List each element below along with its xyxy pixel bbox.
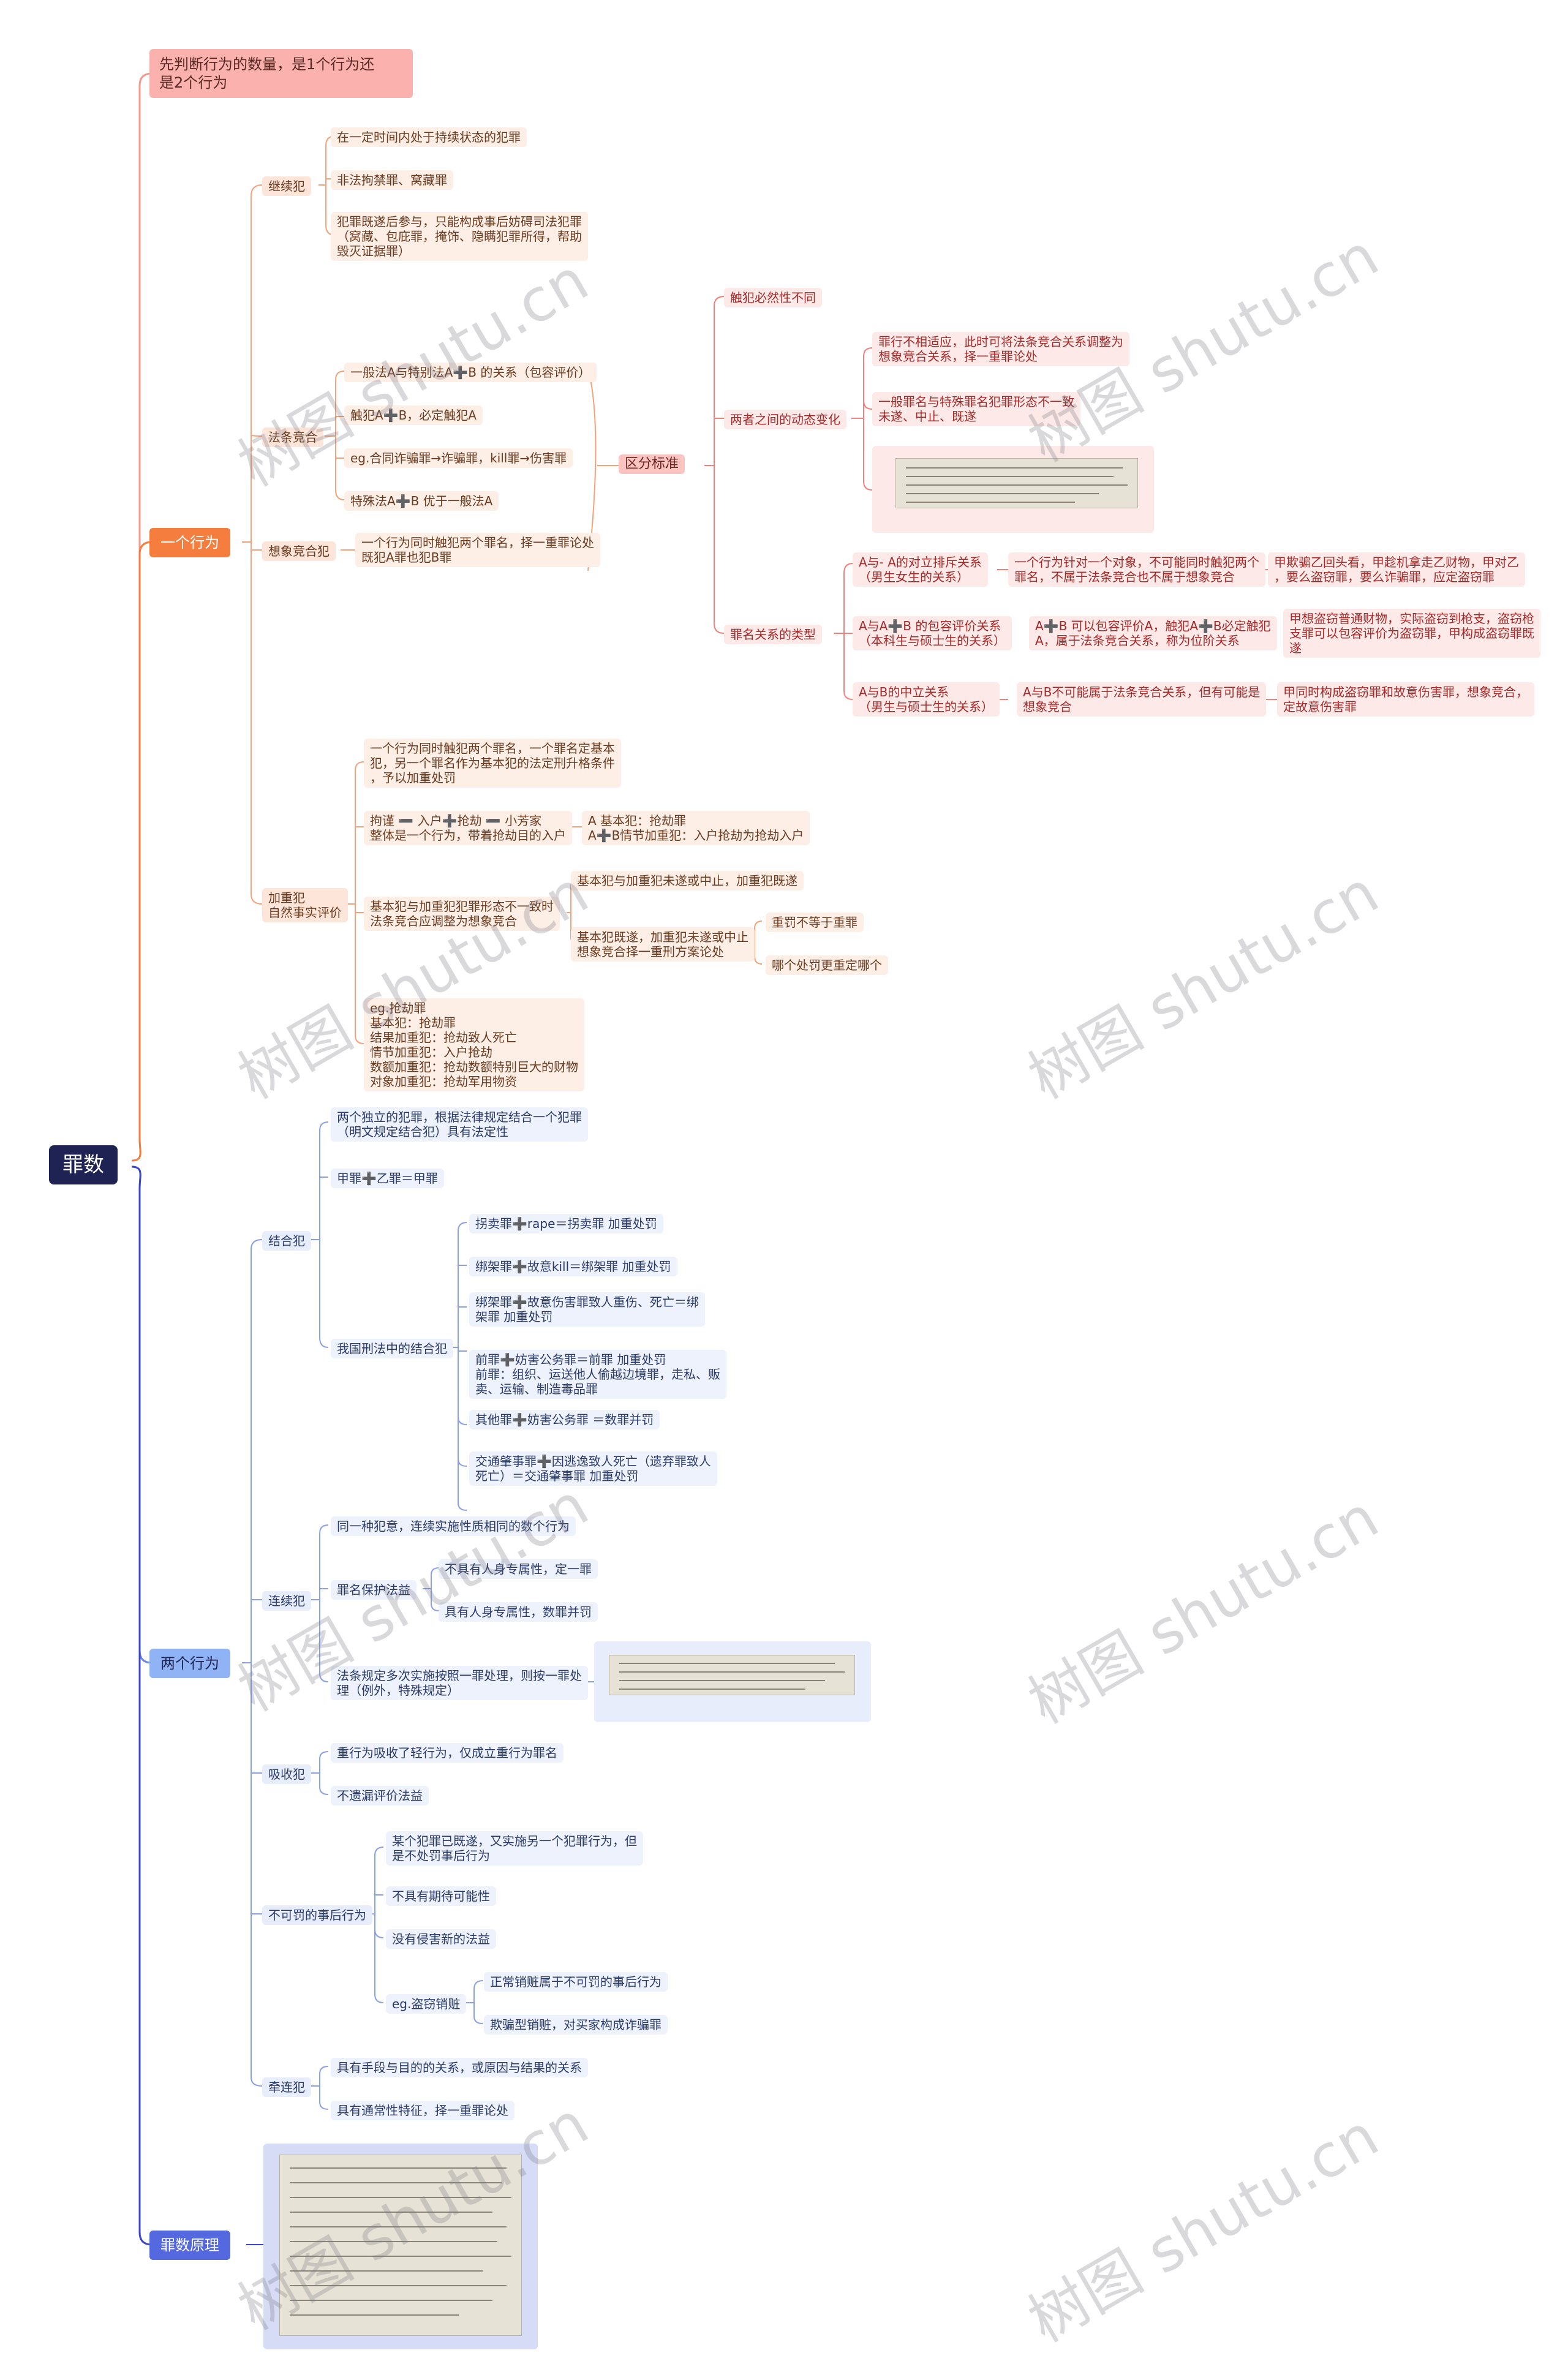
jixu-item-1[interactable]: 在一定时间内处于持续状态的犯罪 <box>331 127 527 147</box>
qufen-node[interactable]: 区分标准 <box>619 454 685 474</box>
jiehe-item-4[interactable]: 前罪➕妨害公务罪＝前罪 加重处罚 前罪：组织、运送他人偷越边境罪，走私、贩 卖、… <box>469 1350 726 1399</box>
xishou-item-2[interactable]: 不遗漏评价法益 <box>331 1786 429 1805</box>
bukefa-node[interactable]: 不可罚的事后行为 <box>262 1905 372 1925</box>
guanxi-row2-b[interactable]: A➕B 可以包容评价A，触犯A➕B必定触犯 A，属于法条竞合关系，称为位阶关系 <box>1029 616 1277 650</box>
guanxi-row2-a[interactable]: A与A➕B 的包容评价关系 （本科生与硕士生的关系） <box>853 616 1012 650</box>
jiehe-woguo[interactable]: 我国刑法中的结合犯 <box>331 1339 453 1358</box>
bukefa-item-2[interactable]: 不具有期待可能性 <box>386 1886 496 1906</box>
bukefa-eg-2[interactable]: 欺骗型销赃，对买家构成诈骗罪 <box>484 2015 668 2035</box>
jiehe-def[interactable]: 两个独立的犯罪，根据法律规定结合一个犯罪 （明文规定结合犯）具有法定性 <box>331 1107 588 1142</box>
fatiao-item-3[interactable]: eg.合同诈骗罪→诈骗罪，kill罪→伤害罪 <box>344 448 573 468</box>
dongtai-item-2[interactable]: 一般罪名与特殊罪名犯罪形态不一致 未遂、中止、既遂 <box>872 392 1080 426</box>
root-topic[interactable]: 罪数 <box>49 1145 118 1184</box>
fatiao-item-2[interactable]: 触犯A➕B，必定触犯A <box>344 405 483 425</box>
jixu-item-2[interactable]: 非法拘禁罪、窝藏罪 <box>331 170 453 190</box>
jiazhong-eg[interactable]: eg.抢劫罪 基本犯：抢劫罪 结果加重犯：抢劫致人死亡 情节加重犯：入户抢劫 数… <box>364 998 584 1091</box>
principle-image[interactable] <box>263 2144 538 2349</box>
watermark: 树图 shutu.cn <box>1017 857 1390 1113</box>
lianxu-same[interactable]: 同一种犯意，连续实施性质相同的数个行为 <box>331 1516 576 1536</box>
branch-principle[interactable]: 罪数原理 <box>149 2231 230 2260</box>
fatiao-node[interactable]: 法条竞合 <box>262 427 323 447</box>
dongtai-image[interactable] <box>872 446 1154 533</box>
lianxu-p1[interactable]: 不具有人身专属性，定一罪 <box>439 1559 598 1579</box>
guanxi-row1-b[interactable]: 一个行为针对一个对象，不可能同时触犯两个 罪名，不属于法条竞合也不属于想象竞合 <box>1008 552 1265 587</box>
bukefa-item-1[interactable]: 某个犯罪已既遂，又实施另一个犯罪行为，但 是不处罚事后行为 <box>386 1831 643 1866</box>
dongtai-node[interactable]: 两者之间的动态变化 <box>724 410 846 429</box>
lianxu-image[interactable] <box>594 1641 871 1722</box>
jiazhong-m2-a[interactable]: 重罚不等于重罪 <box>766 913 864 932</box>
jiazhong-mismatch-1[interactable]: 基本犯与加重犯未遂或中止，加重犯既遂 <box>571 871 804 890</box>
chufan-node[interactable]: 触犯必然性不同 <box>724 288 822 307</box>
guanxi-row1-c[interactable]: 甲欺骗乙回头看，甲趁机拿走乙财物，甲对乙 ，要么盗窃罪，要么诈骗罪，应定盗窃罪 <box>1268 552 1525 587</box>
qianlian-item-1[interactable]: 具有手段与目的的关系，或原因与结果的关系 <box>331 2058 588 2077</box>
jiazhong-m2-b[interactable]: 哪个处罚更重定哪个 <box>766 955 888 975</box>
lianxu-baohu[interactable]: 罪名保护法益 <box>331 1580 417 1600</box>
qianlian-node[interactable]: 牵连犯 <box>262 2077 311 2097</box>
intro-note[interactable]: 先判断行为的数量，是1个行为还 是2个行为 <box>149 49 413 98</box>
jiazhong-mismatch[interactable]: 基本犯与加重犯犯罪形态不一致时 法条竞合应调整为想象竞合 <box>364 897 560 931</box>
lianxu-node[interactable]: 连续犯 <box>262 1591 311 1611</box>
guanxi-row3-c[interactable]: 甲同时构成盗窃罪和故意伤害罪，想象竞合， 定故意伤害罪 <box>1277 682 1534 717</box>
jiazhong-ex1-right[interactable]: A 基本犯：抢劫罪 A➕B情节加重犯：入户抢劫为抢劫入户 <box>582 811 810 845</box>
bukefa-eg-1[interactable]: 正常销赃属于不可罚的事后行为 <box>484 1972 668 1992</box>
guanxi-node[interactable]: 罪名关系的类型 <box>724 625 822 644</box>
jiehe-item-3[interactable]: 绑架罪➕故意伤害罪致人重伤、死亡＝绑 架罪 加重处罚 <box>469 1292 705 1327</box>
fatiao-item-4[interactable]: 特殊法A➕B 优于一般法A <box>344 491 499 511</box>
xishou-item-1[interactable]: 重行为吸收了轻行为，仅成立重行为罪名 <box>331 1743 564 1763</box>
guanxi-row1-a[interactable]: A与- A的对立排斥关系 （男生女生的关系） <box>853 552 988 587</box>
qianlian-item-2[interactable]: 具有通常性特征，择一重罪论处 <box>331 2101 514 2120</box>
document-photo <box>609 1655 855 1695</box>
guanxi-row3-b[interactable]: A与B不可能属于法条竞合关系，但有可能是 想象竞合 <box>1017 682 1267 717</box>
jiazhong-def[interactable]: 一个行为同时触犯两个罪名，一个罪名定基本 犯，另一个罪名作为基本犯的法定刑升格条… <box>364 739 621 788</box>
jiazhong-mismatch-2[interactable]: 基本犯既遂，加重犯未遂或中止 想象竞合择一重刑方案论处 <box>571 927 755 962</box>
guanxi-row3-a[interactable]: A与B的中立关系 （男生与硕士生的关系） <box>853 682 1000 717</box>
watermark: 树图 shutu.cn <box>1017 1482 1390 1738</box>
jiehe-item-5[interactable]: 其他罪➕妨害公务罪 ＝数罪并罚 <box>469 1410 660 1429</box>
jiehe-node[interactable]: 结合犯 <box>262 1231 311 1251</box>
jiazhong-node[interactable]: 加重犯 自然事实评价 <box>262 888 348 922</box>
jixu-item-3[interactable]: 犯罪既遂后参与，只能构成事后妨碍司法犯罪 （窝藏、包庇罪，掩饰、隐瞒犯罪所得，帮… <box>331 212 588 261</box>
xishou-node[interactable]: 吸收犯 <box>262 1764 311 1784</box>
bukefa-eg[interactable]: eg.盗窃销赃 <box>386 1994 467 2014</box>
branch-one-behavior[interactable]: 一个行为 <box>149 528 230 557</box>
watermark: 树图 shutu.cn <box>1017 2101 1390 2356</box>
document-photo <box>279 2155 522 2336</box>
guanxi-row2-c[interactable]: 甲想盗窃普通财物，实际盗窃到枪支，盗窃枪 支罪可以包容评价为盗窃罪，甲构成盗窃罪… <box>1283 609 1540 658</box>
jiehe-item-1[interactable]: 拐卖罪➕rape＝拐卖罪 加重处罚 <box>469 1214 663 1233</box>
jiehe-form[interactable]: 甲罪➕乙罪＝甲罪 <box>331 1169 444 1188</box>
jiehe-item-6[interactable]: 交通肇事罪➕因逃逸致人死亡（遗弃罪致人 死亡）＝交通肇事罪 加重处罚 <box>469 1451 717 1486</box>
xiangxiang-node[interactable]: 想象竞合犯 <box>262 541 336 561</box>
lianxu-fagui[interactable]: 法条规定多次实施按照一罪处理，则按一罪处 理（例外，特殊规定） <box>331 1666 588 1700</box>
document-photo <box>895 458 1138 508</box>
lianxu-p2[interactable]: 具有人身专属性，数罪并罚 <box>439 1602 598 1622</box>
jixu-node[interactable]: 继续犯 <box>262 176 311 196</box>
jiehe-item-2[interactable]: 绑架罪➕故意kill＝绑架罪 加重处罚 <box>469 1257 677 1276</box>
fatiao-item-1[interactable]: 一般法A与特别法A➕B 的关系（包容评价） <box>344 363 597 382</box>
dongtai-item-1[interactable]: 罪行不相适应，此时可将法条竞合关系调整为 想象竞合关系，择一重罪论处 <box>872 332 1129 366</box>
xiangxiang-text[interactable]: 一个行为同时触犯两个罪名，择一重罪论处 既犯A罪也犯B罪 <box>355 533 600 567</box>
branch-two-behaviors[interactable]: 两个行为 <box>149 1649 230 1678</box>
bukefa-item-3[interactable]: 没有侵害新的法益 <box>386 1929 496 1949</box>
jiazhong-ex1[interactable]: 拘谨 ➖ 入户➕抢劫 ➖ 小芳家 整体是一个行为，带着抢劫目的入户 <box>364 811 572 845</box>
